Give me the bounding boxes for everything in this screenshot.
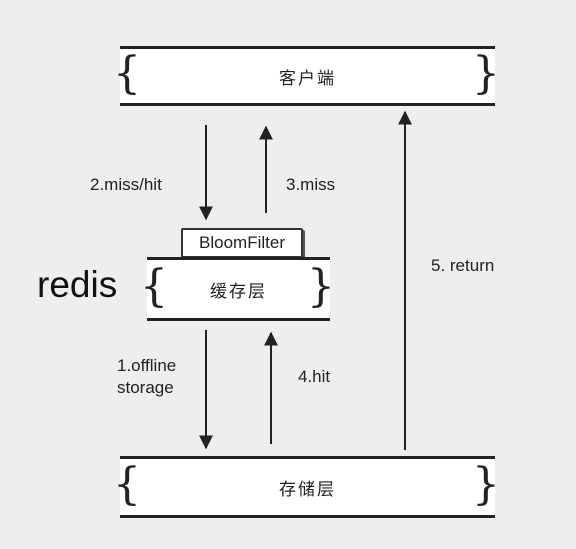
bloom-filter-label: BloomFilter [199, 233, 285, 252]
edge-label-hit: 4.hit [298, 367, 331, 386]
client-box: 客户端 [120, 46, 495, 106]
edge-label-return: 5. return [431, 256, 495, 275]
client-label: 客户端 [279, 68, 336, 89]
edge-label-miss-hit: 2.miss/hit [90, 175, 162, 194]
bloom-filter-box: BloomFilter [181, 228, 303, 258]
storage-box: 存储层 [120, 456, 495, 518]
cache-label: 缓存层 [210, 281, 267, 302]
redis-label: redis [37, 264, 118, 305]
storage-label: 存储层 [279, 479, 336, 500]
edge-label-offline-line1: 1.offline [117, 356, 177, 375]
edge-label-offline-line2: storage [117, 378, 174, 397]
edge-label-offline-storage: 1.offline storage [117, 355, 176, 399]
cache-box: 缓存层 [147, 257, 330, 321]
edge-label-miss: 3.miss [286, 175, 336, 194]
